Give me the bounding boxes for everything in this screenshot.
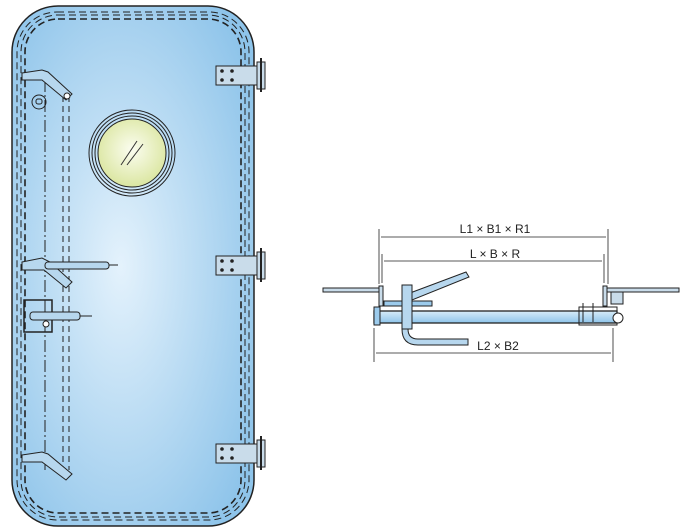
dim-label-clear: L × B × R <box>470 247 521 261</box>
handle-bottom-section <box>401 328 469 346</box>
porthole <box>88 109 176 197</box>
handle-middle <box>21 257 118 289</box>
lock-box <box>23 299 92 333</box>
lock-indicator <box>31 94 47 110</box>
dog-top <box>21 69 73 101</box>
hinge-middle <box>215 248 266 282</box>
door-front-view <box>11 5 266 527</box>
bulkhead-right <box>606 287 680 293</box>
dimensions <box>373 229 614 362</box>
handle-top-section <box>409 271 470 301</box>
bulkhead-left <box>322 287 382 293</box>
hinge-bottom <box>215 436 266 470</box>
locking-rods <box>44 80 70 470</box>
door-gasket-dashes-outer <box>16 11 250 521</box>
dog-bottom <box>21 451 73 481</box>
dim-label-frame: L2 × B2 <box>477 339 519 353</box>
porthole-glass <box>97 118 167 188</box>
dim-label-outer: L1 × B1 × R1 <box>460 222 531 236</box>
door-section-view <box>322 271 680 346</box>
hinge-top <box>215 58 266 92</box>
